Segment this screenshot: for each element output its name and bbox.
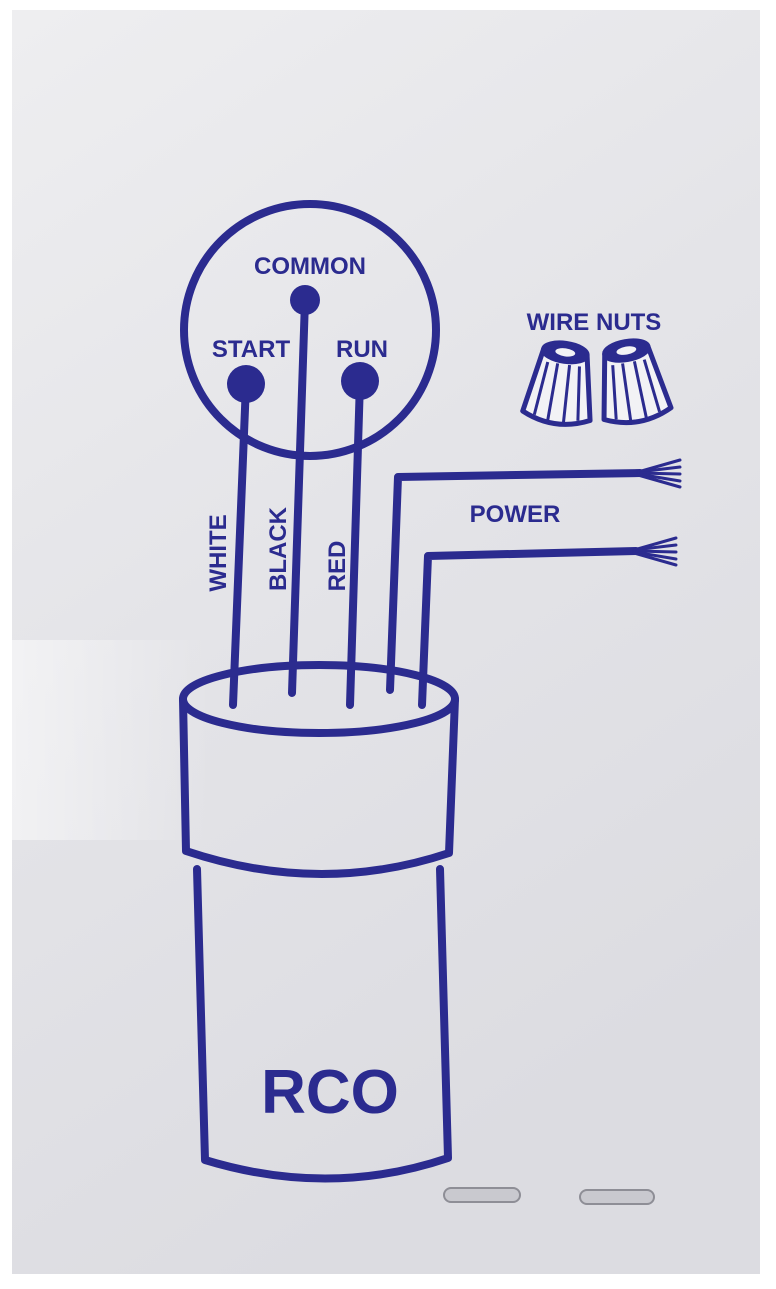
white-wire (229, 380, 250, 709)
compressor-terminal-circle (180, 200, 440, 460)
power-wire-2 (418, 547, 640, 709)
start-terminal-dot (227, 365, 265, 403)
terminal-dots (227, 285, 379, 403)
paper-glare (12, 640, 212, 840)
run-terminal-dot (341, 362, 379, 400)
diagram-lines (179, 200, 644, 1183)
relay-body (193, 865, 452, 1183)
power-wire-1 (386, 469, 644, 694)
stripped-wire-ends (632, 458, 682, 567)
black-wire-label: BLACK (265, 506, 292, 591)
white-wire-label: WHITE (205, 514, 232, 591)
start-label: START (212, 336, 291, 363)
common-terminal-dot (290, 285, 320, 315)
wire-nuts-label: WIRE NUTS (527, 309, 662, 336)
relay-label: RCO (261, 1058, 399, 1127)
power-label: POWER (470, 501, 561, 528)
wire-nut-icon (520, 340, 593, 427)
run-label: RUN (336, 336, 388, 363)
staples (443, 1187, 655, 1205)
wire-nut-icon-2 (601, 338, 674, 426)
red-wire (346, 377, 364, 709)
common-label: COMMON (254, 253, 366, 280)
red-wire-label: RED (324, 541, 351, 592)
black-wire (288, 296, 309, 697)
relay-collar (179, 695, 459, 878)
